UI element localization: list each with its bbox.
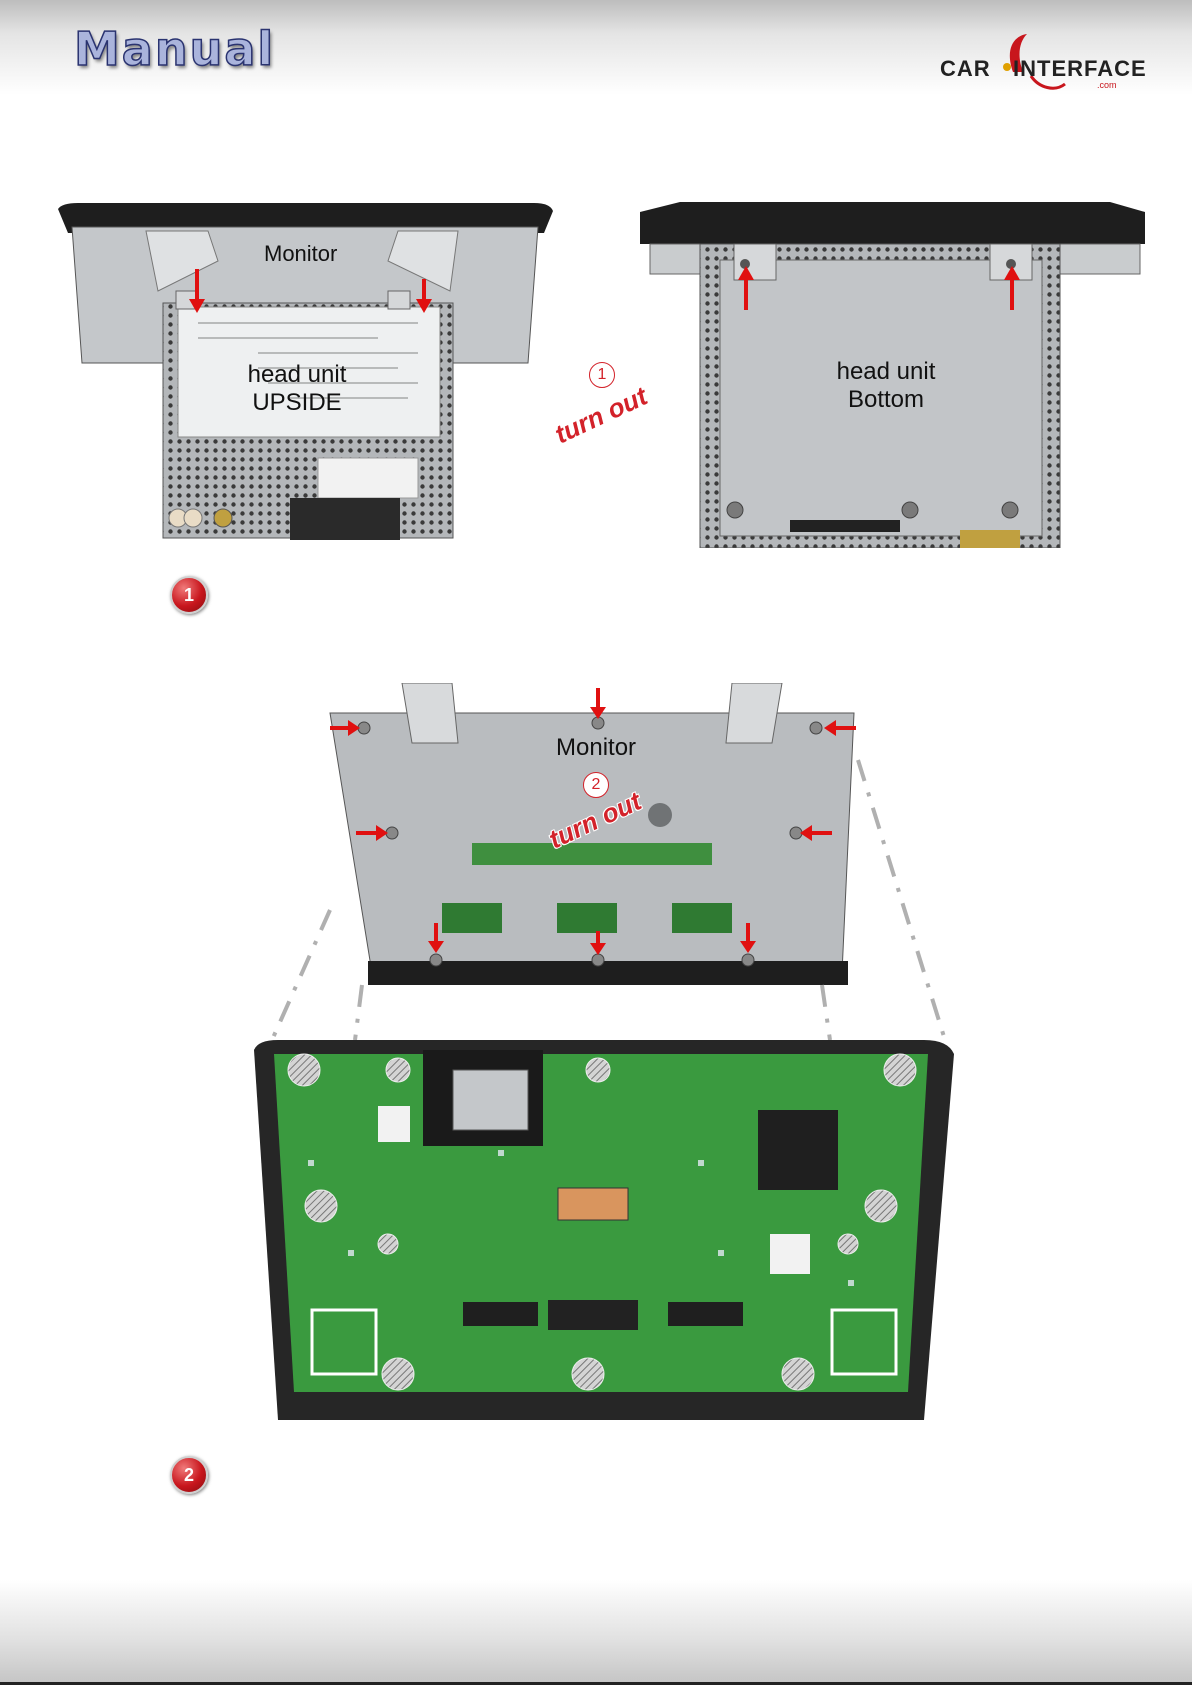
manual-title: Manual — [74, 22, 275, 76]
logo-suffix: .com — [1097, 80, 1117, 90]
logo-dot-icon — [1003, 63, 1011, 71]
label-monitor-1: Monitor — [264, 240, 337, 268]
step-1-circle: 1 — [589, 362, 615, 388]
photo-monitor-pcb — [248, 1040, 954, 1420]
label-bottom: Bottom — [826, 386, 946, 414]
label-head-unit-bottom: head unit Bottom — [826, 358, 946, 414]
page-header: Manual CAR INTERFACE .com — [0, 0, 1192, 95]
step-1-badge: 1 — [170, 576, 208, 614]
label-upside: UPSIDE — [242, 389, 352, 417]
logo-text-car: CAR — [940, 56, 991, 82]
monitor-pcb-illustration — [248, 1040, 954, 1420]
step-2-badge: 2 — [170, 1456, 208, 1494]
step-1-turn-out: turn out — [550, 381, 652, 451]
label-head-unit-2: head unit — [826, 358, 946, 386]
label-head-unit-1: head unit — [242, 361, 352, 389]
logo-text-interface: INTERFACE — [1013, 56, 1147, 82]
car-interface-logo: CAR INTERFACE .com — [935, 32, 1135, 98]
label-head-unit-upside: head unit UPSIDE — [242, 361, 352, 417]
page-footer — [0, 1580, 1192, 1685]
